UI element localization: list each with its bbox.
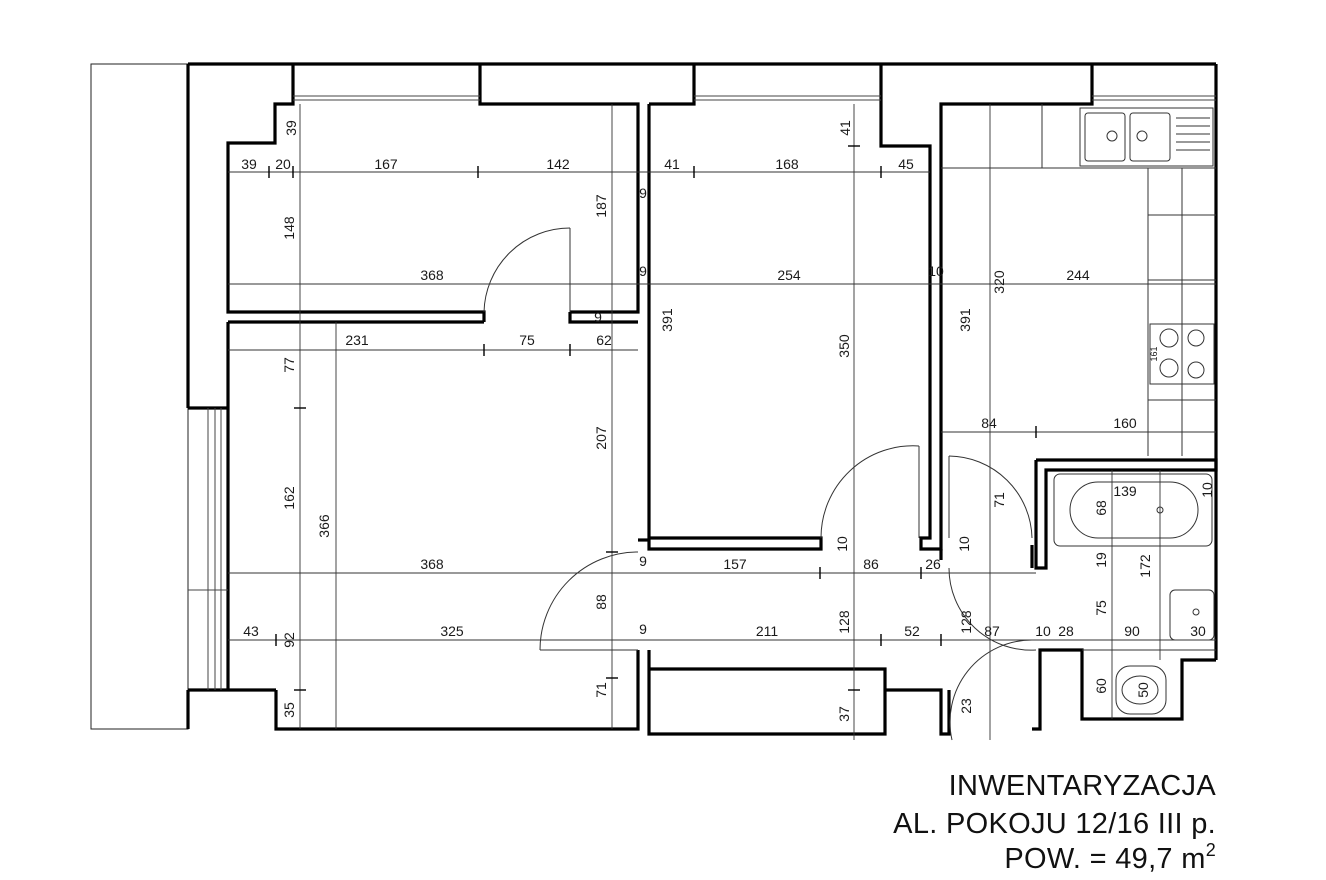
dim-366: 366 (316, 514, 332, 538)
dim-86: 86 (863, 556, 879, 572)
dim-41-left: 41 (664, 156, 680, 172)
dim-39-left: 39 (241, 156, 257, 172)
dim-90: 90 (1124, 623, 1140, 639)
plan-area-unit-exponent: 2 (1205, 840, 1216, 860)
dim-211: 211 (756, 623, 779, 639)
dim-244: 244 (1066, 267, 1090, 283)
dim-207: 207 (593, 426, 609, 450)
dim-368-bottom: 368 (420, 556, 444, 572)
dim-28: 28 (1058, 623, 1074, 639)
dim-9-e: 9 (639, 621, 647, 637)
dim-30: 30 (1190, 623, 1206, 639)
dim-139: 139 (1113, 483, 1137, 499)
dim-68: 68 (1093, 500, 1109, 516)
dim-350: 350 (836, 334, 852, 358)
dim-9-a: 9 (639, 185, 647, 201)
dimension-labels: 39 39 20 167 142 41 168 41 45 187 148 36… (241, 120, 1215, 722)
windows (188, 95, 1216, 690)
plan-address: AL. POKOJU 12/16 III p. (893, 808, 1216, 840)
plan-title: INWENTARYZACJA (948, 770, 1216, 802)
dim-62: 62 (596, 332, 612, 348)
dim-41-top: 41 (837, 120, 853, 136)
dim-9-c: 9 (594, 309, 602, 325)
dim-9-b: 9 (639, 263, 647, 279)
dim-77: 77 (281, 357, 297, 373)
dim-37: 37 (836, 706, 852, 722)
dim-160: 160 (1113, 415, 1137, 431)
dim-84: 84 (981, 415, 997, 431)
dim-35: 35 (281, 702, 297, 718)
dim-172: 172 (1137, 554, 1153, 578)
dim-325: 325 (440, 623, 464, 639)
dim-168: 168 (775, 156, 799, 172)
dim-167: 167 (374, 156, 398, 172)
dim-368-top: 368 (420, 267, 444, 283)
dim-75-door: 75 (519, 332, 535, 348)
dim-45: 45 (898, 156, 914, 172)
dim-391-mid: 391 (659, 308, 675, 332)
kitchen-fixtures (941, 104, 1216, 456)
dim-9-d: 9 (639, 553, 647, 569)
dim-10-b: 10 (1199, 482, 1215, 498)
dim-10-a: 10 (928, 263, 944, 279)
dim-161: 161 (1149, 346, 1159, 361)
dim-50: 50 (1135, 682, 1151, 698)
dim-39-top: 39 (283, 120, 299, 136)
dim-26: 26 (925, 556, 941, 572)
dimension-ticks (268, 145, 1037, 691)
dim-87: 87 (984, 623, 1000, 639)
door-swings (483, 227, 1037, 741)
dim-128-left: 128 (836, 610, 852, 634)
dim-92: 92 (281, 632, 297, 648)
exterior-frame (90, 63, 189, 730)
dim-320: 320 (991, 270, 1007, 294)
dim-60: 60 (1093, 678, 1109, 694)
dim-43: 43 (243, 623, 259, 639)
dim-391-right: 391 (957, 308, 973, 332)
dimension-lines (228, 104, 1216, 740)
dim-10-d: 10 (956, 536, 972, 552)
dim-19: 19 (1093, 552, 1109, 568)
dim-20: 20 (275, 156, 291, 172)
dim-162: 162 (281, 486, 297, 510)
dim-254: 254 (777, 267, 801, 283)
dim-52: 52 (904, 623, 920, 639)
dim-75-bath: 75 (1093, 600, 1109, 616)
dim-10-e: 10 (1035, 623, 1051, 639)
dim-128-right: 128 (958, 610, 974, 634)
dim-148: 148 (281, 216, 297, 240)
dim-157: 157 (723, 556, 747, 572)
dim-88: 88 (593, 594, 609, 610)
dim-71-door: 71 (991, 492, 1007, 508)
plan-area-value: POW. = 49,7 m (1004, 843, 1206, 875)
bathroom-fixtures (1053, 473, 1216, 715)
dim-187: 187 (593, 194, 609, 218)
dim-142: 142 (546, 156, 570, 172)
dim-71-bottom: 71 (593, 682, 609, 698)
dim-10-c: 10 (834, 536, 850, 552)
dim-231: 231 (345, 332, 369, 348)
walls (186, 62, 1218, 736)
plan-area: POW. = 49,7 m2 (1004, 841, 1216, 875)
dim-23: 23 (958, 698, 974, 714)
